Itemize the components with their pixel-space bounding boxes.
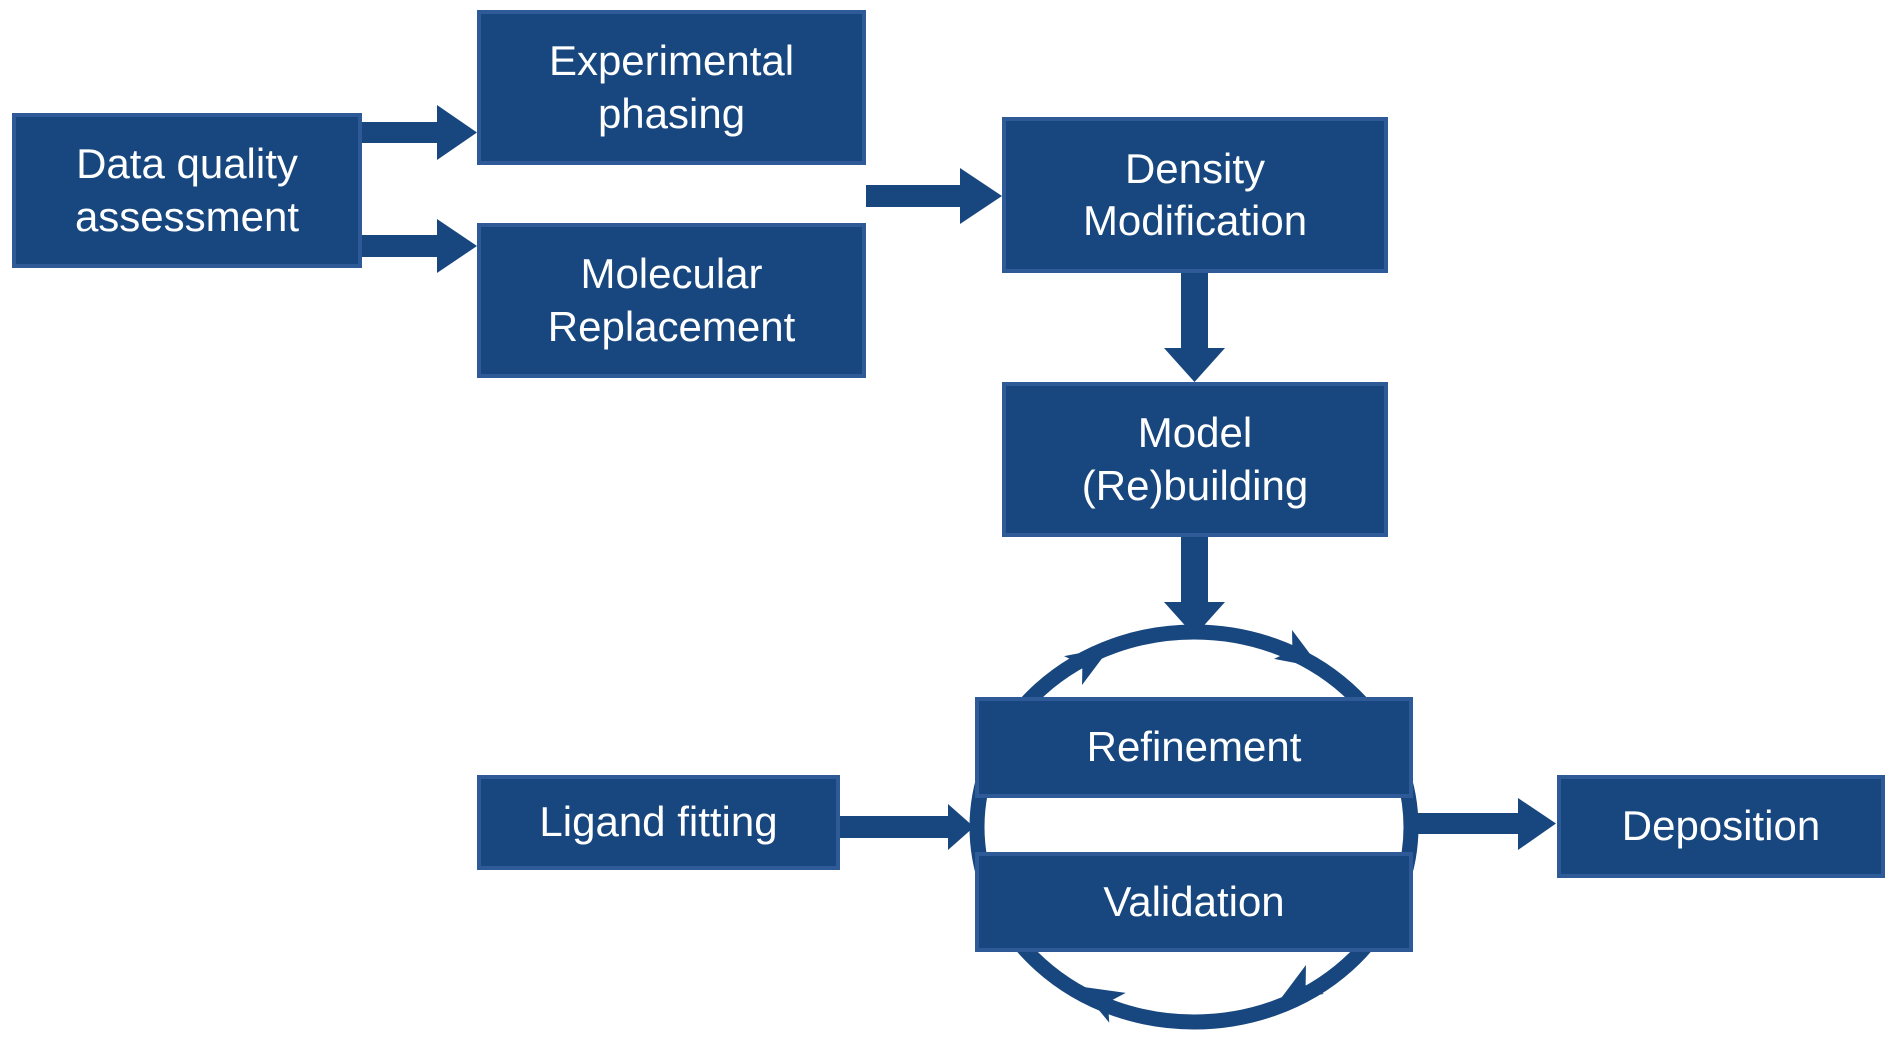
connector-density-to-model-rebuilding [1164,273,1225,382]
node-data-quality-assessment: Data quality assessment [12,113,362,268]
node-label-line: Model [1137,409,1253,456]
node-molecular-replacement: Molecular Replacement [477,223,866,378]
node-validation: Validation [975,852,1413,952]
connector-ligand-to-cycle [840,804,974,850]
node-label-line: Ligand fitting [539,798,778,846]
node-label-line: Modification [1082,197,1308,244]
node-experimental-phasing: Experimental phasing [477,10,866,165]
node-model-rebuilding: Model (Re)building [1002,382,1388,537]
cycle-arrow-circle [969,624,1419,1030]
node-label-line: Molecular [580,250,763,297]
node-label-line: Validation [1103,877,1285,925]
node-label-line: phasing [597,89,746,137]
node-label-line: (Re)building [1081,461,1309,509]
connector-phasing-to-density-modification [866,168,1002,224]
cycle-arrowhead-top-right-icon [1274,629,1321,668]
node-label-line: Refinement [1086,723,1302,771]
cycle-arrowhead-top-left-icon [1064,647,1111,686]
node-label-line: Deposition [1621,802,1821,850]
node-label-line: Replacement [547,302,796,350]
connector-dqa-to-experimental-phasing [362,105,477,160]
node-label-line: Experimental [548,37,795,84]
node-label-line: Density [1124,144,1266,192]
cycle-arrowhead-bottom-left-icon [1079,986,1126,1023]
node-label-line: Data quality [76,140,298,187]
node-label-line: assessment [74,192,300,240]
node-refinement: Refinement [975,697,1413,798]
connector-model-to-refinement-cycle [1164,537,1225,636]
node-deposition: Deposition [1557,775,1885,878]
cycle-arrowhead-bottom-right-icon [1277,964,1324,1003]
connector-cycle-to-deposition [1412,798,1556,850]
node-density-modification: Density Modification [1002,117,1388,273]
node-ligand-fitting: Ligand fitting [477,775,840,870]
connector-dqa-to-molecular-replacement [362,219,477,273]
